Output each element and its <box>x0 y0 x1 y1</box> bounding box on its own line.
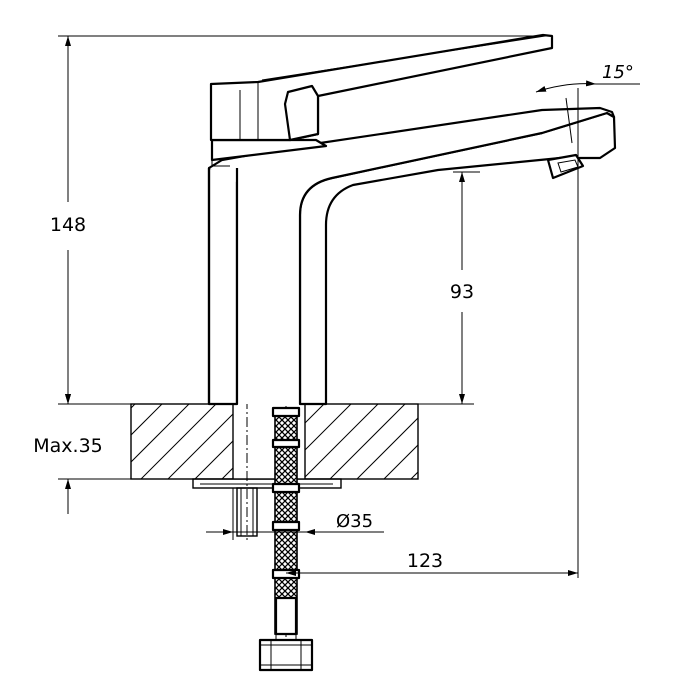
lever-handle <box>209 33 554 142</box>
spout-reach-label: 123 <box>407 550 443 572</box>
hatch-line <box>167 404 244 479</box>
faucet-column <box>207 166 239 406</box>
hatch-line <box>410 471 418 479</box>
faucet-body <box>207 106 617 406</box>
mounting-plate <box>192 478 342 489</box>
dim-outlet-angle: 15° <box>535 62 640 144</box>
hole-diameter-label: Ø35 <box>336 511 373 532</box>
hatch-line <box>302 404 379 479</box>
hose-nut <box>258 638 314 672</box>
hatch-line <box>438 404 513 479</box>
hatch-line <box>140 404 217 479</box>
flexible-hose <box>258 370 314 672</box>
hatch-line <box>383 444 418 479</box>
dim-hole-diameter: Ø35 <box>206 488 384 540</box>
hatch-line <box>131 404 163 436</box>
hatch-line <box>329 404 406 479</box>
hatch-line <box>356 417 418 479</box>
hose-ferrule <box>274 596 298 636</box>
counter-thickness-label: Max.35 <box>33 435 103 457</box>
dim-counter-thickness: Max.35 <box>33 372 103 514</box>
spout-height-label: 93 <box>450 281 474 303</box>
threaded-rod <box>236 487 258 537</box>
dim-spout-reach: 123 <box>286 88 579 578</box>
hatch-line <box>131 404 190 463</box>
aerator <box>546 153 585 180</box>
dim-spout-height: 93 <box>450 171 480 404</box>
countertop-hatching <box>131 404 594 479</box>
hatch-line <box>465 404 540 479</box>
outlet-angle-label: 15° <box>602 62 634 83</box>
hatch-line <box>492 404 567 479</box>
countertop-section <box>58 403 594 480</box>
hatch-line <box>519 404 594 479</box>
hose-band-top <box>271 406 301 418</box>
lever-hub <box>283 84 320 142</box>
body-top-curve <box>208 106 616 216</box>
total-height-label: 148 <box>50 214 86 236</box>
